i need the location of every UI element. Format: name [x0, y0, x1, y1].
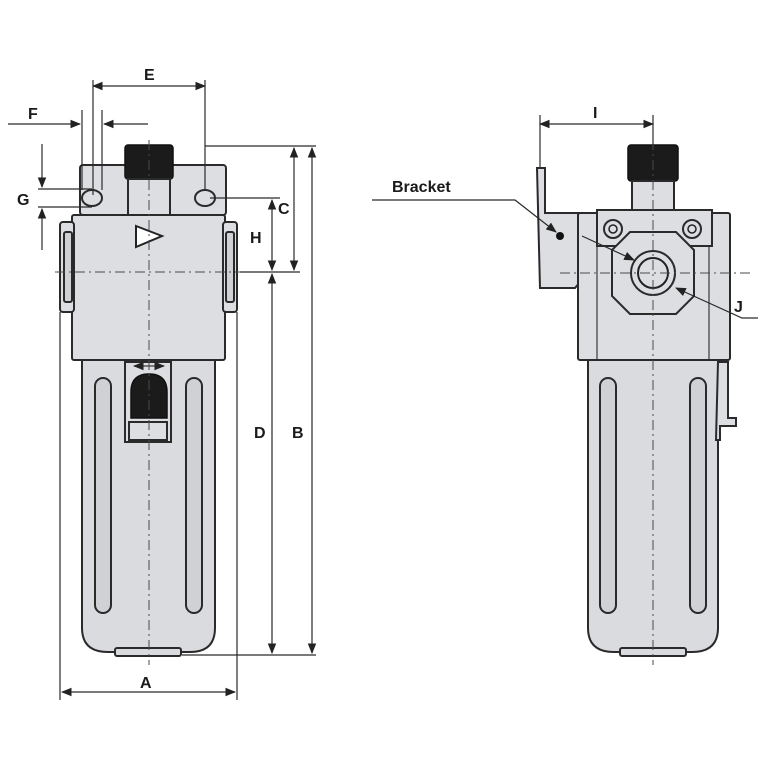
side-dimensions: [372, 115, 758, 319]
bracket-hole: [556, 232, 564, 240]
front-view: [55, 140, 245, 665]
front-port-right-inner: [225, 231, 235, 303]
front-dimensions: [8, 80, 317, 700]
dimension-label-j: J: [734, 299, 743, 316]
callout-label-bracket: Bracket: [392, 179, 451, 196]
dimension-label-i: I: [593, 105, 597, 122]
front-bowl-base: [114, 647, 182, 657]
side-screw-left: [603, 219, 623, 239]
front-port-left-inner: [63, 231, 73, 303]
side-release-latch: [714, 361, 737, 441]
dimension-label-f: F: [28, 106, 38, 123]
front-bowl-slot-right: [185, 377, 203, 614]
front-fill-plug-base: [128, 421, 168, 441]
dimension-label-h: H: [250, 230, 262, 247]
side-bowl-slot-left: [599, 377, 617, 614]
side-view: [535, 140, 750, 665]
front-bowl-slot-left: [94, 377, 112, 614]
dimension-label-d: D: [254, 425, 266, 442]
front-mount-hole-left: [81, 189, 103, 207]
dimension-label-a: A: [140, 675, 152, 692]
side-bowl-slot-right: [689, 377, 707, 614]
dimension-label-g: G: [17, 192, 29, 209]
dimension-label-e: E: [144, 67, 155, 84]
dimension-label-b: B: [292, 425, 304, 442]
side-screw-right: [682, 219, 702, 239]
dimension-label-c: C: [278, 201, 290, 218]
